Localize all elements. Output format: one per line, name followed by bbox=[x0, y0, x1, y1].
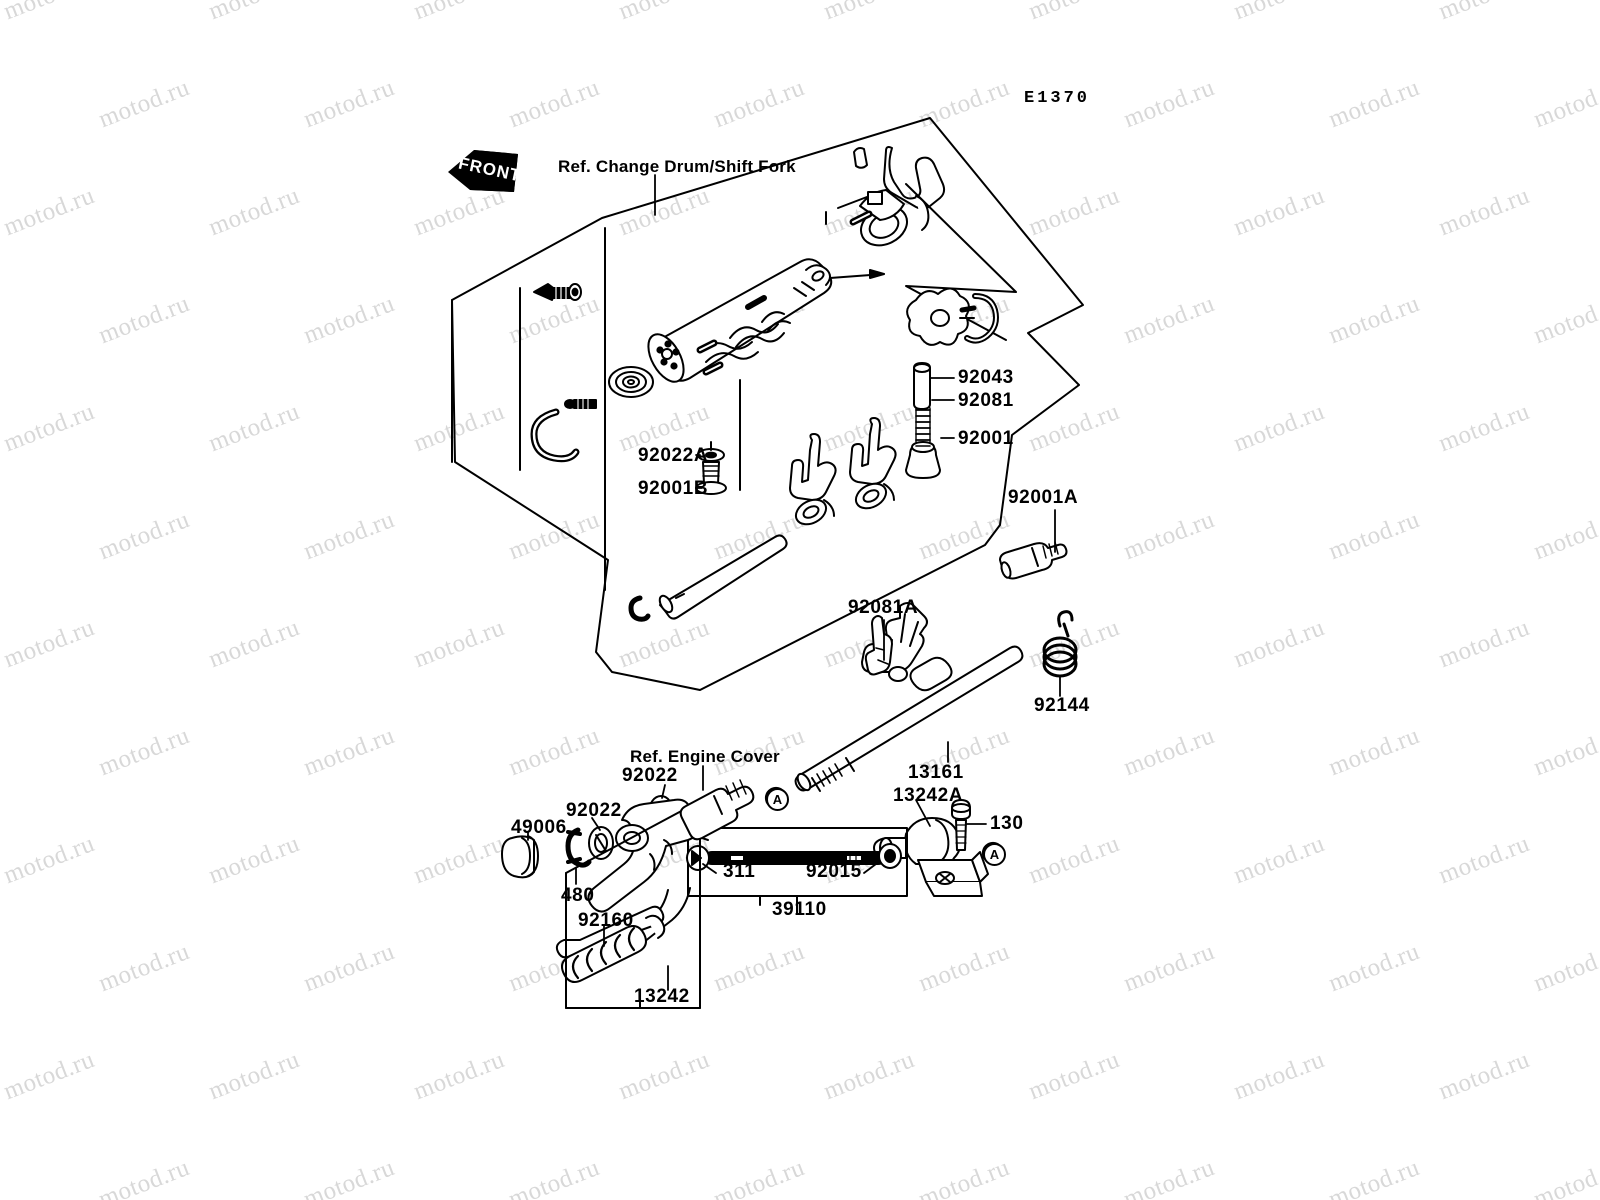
callout-92160: 92160 bbox=[578, 910, 634, 931]
part-neutral-switch bbox=[533, 283, 582, 301]
callout-92022-upper: 92022 bbox=[622, 765, 678, 786]
callout-311: 311 bbox=[723, 861, 756, 882]
part-92160-rubber bbox=[555, 905, 666, 983]
part-shift-fork-rod bbox=[658, 534, 788, 620]
part-drum-circlip bbox=[530, 408, 580, 463]
callout-480: 480 bbox=[561, 885, 595, 906]
part-92001-bolt bbox=[905, 441, 941, 479]
callout-92144: 92144 bbox=[1034, 695, 1090, 716]
part-92001B-bolt bbox=[695, 461, 727, 495]
part-13242-pedal bbox=[587, 798, 709, 943]
part-gear-change-shaft bbox=[794, 645, 1024, 792]
diagram-code: E1370 bbox=[1024, 89, 1091, 108]
leader-lines bbox=[527, 174, 1061, 991]
front-arrow-badge bbox=[448, 150, 518, 192]
callout-92081: 92081 bbox=[958, 390, 1014, 411]
callout-13161: 13161 bbox=[908, 762, 964, 783]
pedal-assembly-box bbox=[565, 800, 701, 1009]
callout-92015: 92015 bbox=[806, 861, 862, 882]
part-49006-boot bbox=[501, 835, 539, 879]
part-shift-fork-right bbox=[849, 417, 897, 510]
part-92081-spring bbox=[915, 407, 931, 443]
section-marker-a-2: A bbox=[983, 843, 1006, 866]
callout-13242A: 13242A bbox=[893, 785, 964, 806]
part-engine-cover-pivot bbox=[679, 779, 755, 841]
part-shift-fork-left bbox=[789, 433, 837, 526]
callout-92001: 92001 bbox=[958, 428, 1014, 449]
part-rod-circlip bbox=[628, 595, 651, 622]
callout-92043: 92043 bbox=[958, 367, 1014, 388]
callout-92001B: 92001B bbox=[638, 478, 709, 499]
callout-92001A: 92001A bbox=[1008, 487, 1079, 508]
part-480-circlip bbox=[565, 827, 592, 868]
part-star-wheel-clip bbox=[959, 293, 999, 344]
part-drum-bearing bbox=[608, 366, 654, 398]
ref-change-drum-shift-fork: Ref. Change Drum/Shift Fork bbox=[558, 157, 796, 176]
part-top-pin bbox=[849, 210, 873, 226]
assembly-inner-panels bbox=[451, 191, 881, 591]
leader-drum-to-boundary bbox=[829, 269, 885, 279]
ref-engine-cover: Ref. Engine Cover bbox=[630, 747, 780, 766]
part-star-wheel bbox=[906, 287, 970, 346]
part-130-bolt bbox=[951, 799, 971, 851]
front-marker-label: FRONT bbox=[456, 153, 523, 186]
callout-39110: 39110 bbox=[772, 899, 827, 920]
callout-13242: 13242 bbox=[634, 986, 690, 1007]
part-92043-pin bbox=[913, 362, 931, 410]
section-marker-a-1: A bbox=[766, 788, 789, 811]
callout-130: 130 bbox=[990, 813, 1024, 834]
part-drum-pins bbox=[696, 295, 767, 376]
callout-92022A: 92022A bbox=[638, 445, 709, 466]
part-92001A-bolt bbox=[999, 541, 1068, 580]
callout-92081A: 92081A bbox=[848, 597, 919, 618]
callout-49006: 49006 bbox=[511, 817, 567, 838]
part-92015-nut bbox=[878, 843, 902, 869]
part-drum-screw bbox=[564, 398, 597, 410]
part-change-drum bbox=[647, 258, 833, 491]
callout-92022-lower: 92022 bbox=[566, 800, 622, 821]
